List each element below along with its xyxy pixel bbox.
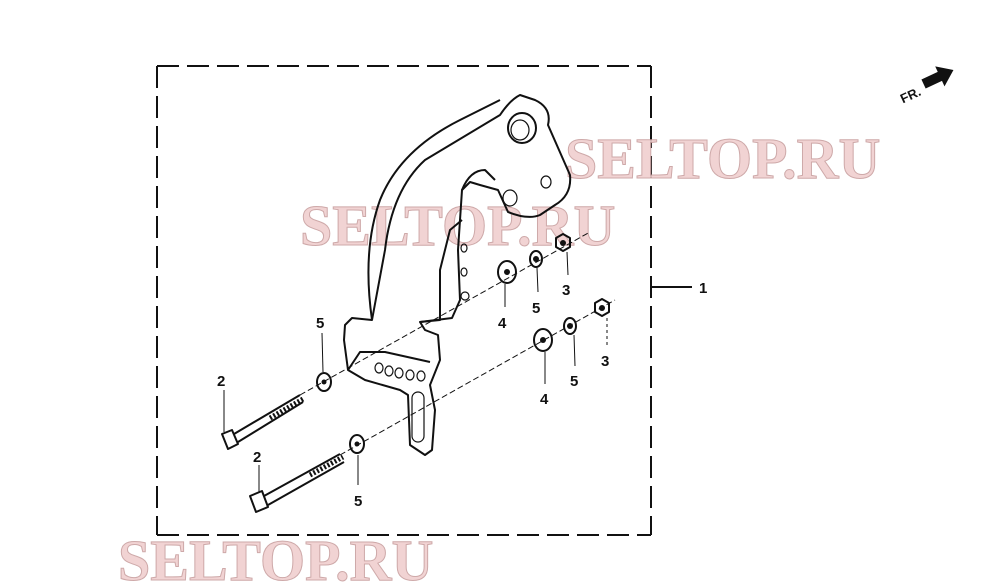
bolt-upper (221, 394, 305, 450)
washer-5-lower (563, 317, 577, 335)
callout-5-upper: 5 (532, 300, 540, 317)
callout-2-upper: 2 (217, 373, 225, 390)
washer-5-left (316, 372, 332, 392)
callout-1: 1 (699, 280, 707, 297)
bracket-part-1 (343, 94, 572, 456)
washer-4-lower (533, 328, 553, 352)
washer-5-upper (529, 250, 543, 268)
callout-leaders (223, 251, 608, 492)
assembly-frame (156, 65, 652, 536)
washer-5-bottom (349, 434, 365, 454)
callout-5-bottom: 5 (354, 493, 362, 510)
front-label: FR. (898, 84, 923, 106)
callout-3-upper: 3 (562, 282, 570, 299)
callout-2-lower: 2 (253, 449, 261, 466)
callout-4-upper: 4 (498, 315, 507, 332)
watermark: SELTOP.RU (565, 126, 880, 191)
bolt-lower (249, 453, 345, 513)
watermarks: SELTOP.RU SELTOP.RU SELTOP.RU (118, 126, 881, 588)
nut-3-upper (555, 233, 571, 252)
callout-5-left: 5 (316, 315, 324, 332)
washer-4-upper (497, 260, 517, 284)
watermark: SELTOP.RU (118, 528, 433, 588)
nut-3-lower (594, 298, 610, 317)
arrow-forward-icon (921, 66, 954, 89)
callout-3-lower: 3 (601, 353, 609, 370)
front-direction-marker: FR. (898, 66, 954, 106)
callout-5-lower: 5 (570, 373, 578, 390)
callout-4-lower: 4 (540, 391, 549, 408)
